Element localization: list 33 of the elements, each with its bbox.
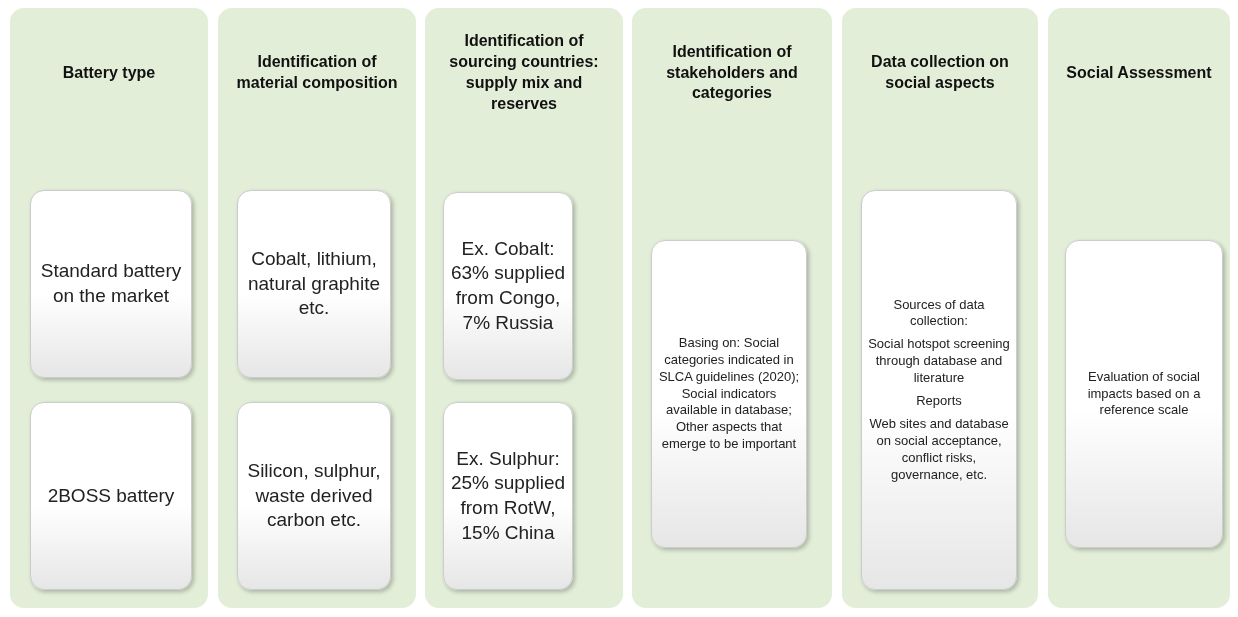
box-text: Social hotspot screening through database and literature xyxy=(868,336,1010,387)
text-box xyxy=(30,402,192,590)
column-panel xyxy=(1048,8,1230,608)
text-box xyxy=(443,192,573,380)
box-text: 2BOSS battery xyxy=(47,483,175,508)
box-text: Evaluation of social impacts based on a reference scale xyxy=(1086,368,1202,420)
box-text: Ex. Cobalt: 63% supplied from Congo, 7% Russia xyxy=(450,236,566,335)
column-heading: Identification of material composition xyxy=(235,52,399,93)
column-panel xyxy=(218,8,416,608)
text-box xyxy=(651,240,807,548)
box-text: Standard battery on the market xyxy=(39,259,183,308)
column-panel xyxy=(842,8,1038,608)
column-panel xyxy=(10,8,208,608)
box-text: Web sites and database on social acceptance, conflict risks, governance, etc. xyxy=(868,415,1010,484)
box-text: Ex. Sulphur: 25% supplied from RotW, 15% China xyxy=(450,446,566,545)
text-box xyxy=(443,402,573,590)
column-heading: Social Assessment xyxy=(1066,62,1212,83)
column-panel xyxy=(632,8,832,608)
text-box xyxy=(30,190,192,378)
box-text: Silicon, sulphur, waste derived carbon etc. xyxy=(246,458,382,533)
column-heading: Battery type xyxy=(62,62,156,83)
text-box xyxy=(1065,240,1223,548)
box-text: Reports xyxy=(916,393,962,410)
box-text: Sources of data collection: xyxy=(892,296,986,331)
column-heading: Identification of sourcing countries: supply mix and reserves xyxy=(448,31,600,114)
box-text: Cobalt, lithium, natural graphite etc. xyxy=(246,246,381,321)
column-heading: Identification of stakeholders and categories xyxy=(665,41,799,104)
text-box xyxy=(237,190,391,378)
column-heading: Data collection on social aspects xyxy=(870,52,1010,93)
text-box xyxy=(237,402,391,590)
text-box xyxy=(861,190,1017,590)
column-panel xyxy=(425,8,623,608)
box-text: Basing on: Social categories indicated in SLCA guidelines (2020); Social indicators available in database; Other aspects that emerge to be important xyxy=(658,334,800,454)
